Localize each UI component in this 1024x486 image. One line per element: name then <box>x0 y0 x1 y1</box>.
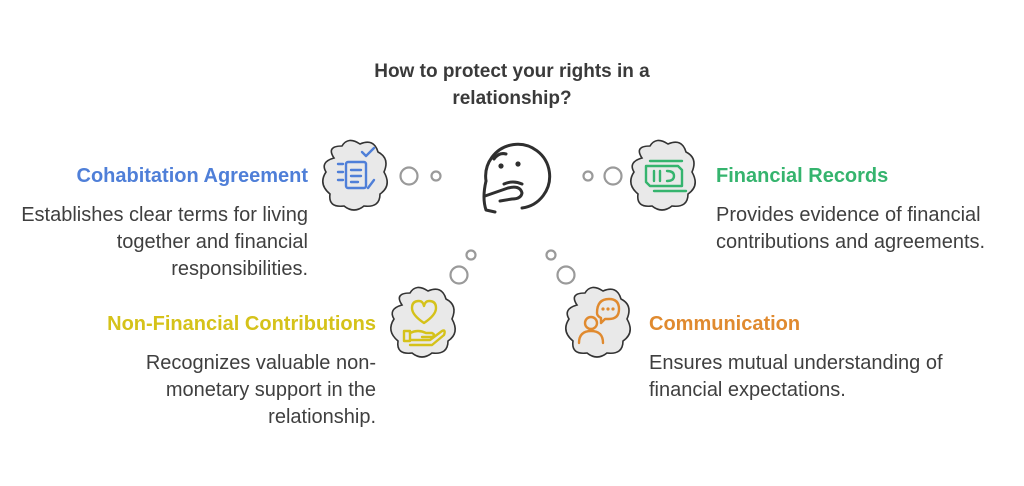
communication-heading: Communication <box>649 313 801 335</box>
financial-records-description: Provides evidence of financial contribut… <box>716 204 986 253</box>
speech-person-icon <box>565 286 631 358</box>
bubble-lower-left-large <box>449 265 469 285</box>
bubble-lower-right-large <box>556 265 576 285</box>
diagram-title: How to protect your rights in a relation… <box>374 61 650 109</box>
bubble-left-small <box>430 170 442 182</box>
financial-records-heading: Financial Records <box>716 165 889 187</box>
bubble-right-large <box>603 166 623 186</box>
contract-document-icon <box>322 139 388 211</box>
bubble-left-large <box>399 166 419 186</box>
bubble-lower-left-small <box>465 249 477 261</box>
bubble-right-small <box>582 170 594 182</box>
thought-bubbles <box>399 166 623 285</box>
bubble-lower-right-small <box>545 249 557 261</box>
communication-description: Ensures mutual understanding of financia… <box>649 352 943 401</box>
money-stack-icon <box>630 139 696 211</box>
non-financial-contributions-description: Recognizes valuable non-monetary support… <box>145 352 376 428</box>
thinking-face-icon <box>482 142 552 214</box>
cohabitation-agreement-description: Establishes clear terms for living toget… <box>21 204 308 280</box>
non-financial-contributions-heading: Non-Financial Contributions <box>107 313 376 335</box>
cohabitation-agreement-heading: Cohabitation Agreement <box>76 165 309 187</box>
heart-hand-icon <box>390 286 456 358</box>
